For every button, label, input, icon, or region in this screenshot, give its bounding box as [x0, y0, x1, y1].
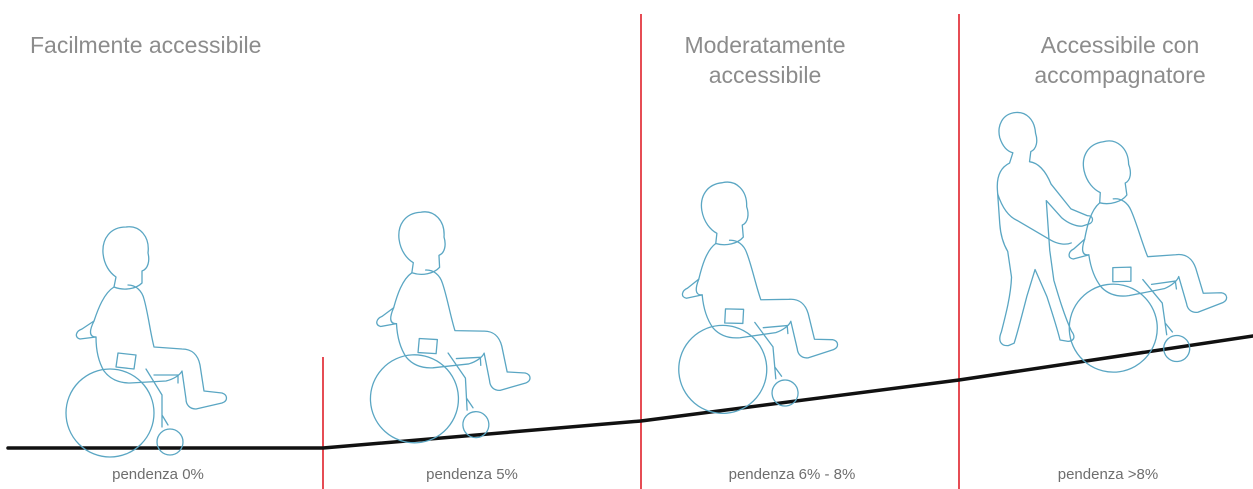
slope-ground-line — [6, 334, 1253, 450]
heading-accessible-with-companion: Accessibile con accompagnatore — [1000, 30, 1240, 90]
caregiver-icon — [983, 107, 1102, 347]
heading-line: Accessibile con — [1040, 32, 1200, 58]
heading-line: Facilmente accessibile — [30, 32, 262, 58]
heading-easily-accessible: Facilmente accessibile — [30, 30, 261, 60]
heading-line: accessibile — [708, 62, 822, 88]
slope-label: pendenza 0% — [112, 466, 204, 483]
wheelchair-user-icon — [360, 206, 534, 446]
wheelchair-user-icon — [662, 173, 844, 418]
heading-moderately-accessible: Moderatamente accessibile — [660, 30, 870, 90]
slope-label: pendenza >8% — [1057, 466, 1159, 483]
heading-line: accompagnatore — [1034, 62, 1206, 88]
slope-label: pendenza 6% - 8% — [728, 466, 856, 483]
wheelchair-user-icon — [65, 226, 228, 458]
slope-label: pendenza 5% — [426, 466, 518, 483]
heading-line: Moderatamente — [684, 32, 846, 58]
